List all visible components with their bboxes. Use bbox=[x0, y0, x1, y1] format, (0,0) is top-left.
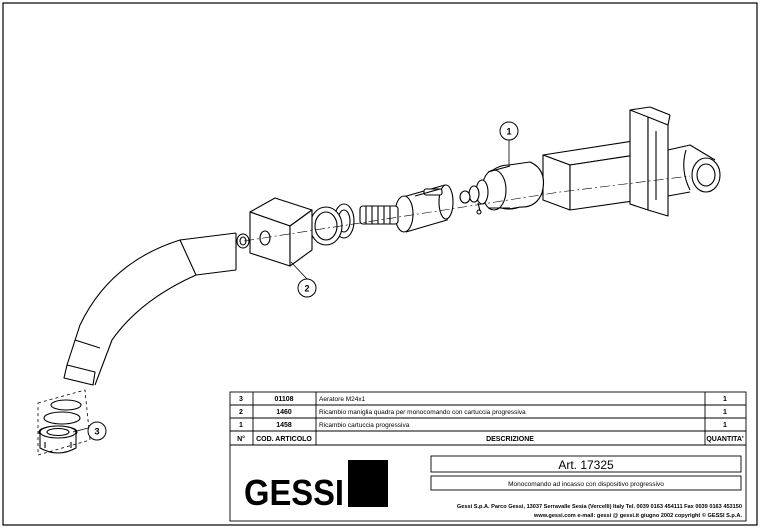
callout-2: 2 bbox=[297, 278, 317, 298]
article-number: Art. 17325 bbox=[558, 458, 614, 472]
header-code: COD. ARTICOLO bbox=[256, 436, 312, 443]
callout-1: 1 bbox=[499, 121, 519, 141]
company-address: Gessi S.p.A. Parco Gessi, 13037 Serraval… bbox=[457, 504, 742, 510]
row-3-description: Aeratore M24x1 bbox=[319, 396, 366, 403]
title-block bbox=[229, 444, 747, 522]
callout-2-label: 2 bbox=[304, 284, 309, 294]
row-1-code: 1458 bbox=[276, 422, 292, 429]
row-1-description: Ricambio cartuccia progressiva bbox=[319, 422, 410, 429]
leader-2 bbox=[290, 261, 308, 280]
callout-3: 3 bbox=[87, 421, 107, 441]
header-no: N° bbox=[237, 435, 245, 443]
parts-table-text: 3 01108 Aeratore M24x1 1 2 1460 Ricambio… bbox=[237, 396, 744, 443]
cartridge bbox=[459, 161, 545, 215]
assembly-axis bbox=[243, 175, 691, 242]
header-quantity: QUANTITA' bbox=[706, 436, 744, 443]
row-3-quantity: 1 bbox=[723, 396, 727, 403]
row-2-quantity: 1 bbox=[723, 409, 727, 416]
row-2-no: 2 bbox=[239, 409, 243, 416]
callout-3-label: 3 bbox=[94, 427, 99, 437]
company-web: www.gessi.com e-mail: gessi @ gessi.it g… bbox=[533, 512, 742, 519]
gessi-logo: GESSI bbox=[244, 460, 388, 513]
wall-body bbox=[542, 106, 721, 217]
ring-nuts bbox=[236, 203, 355, 249]
row-3-no: 3 bbox=[239, 396, 243, 403]
gessi-logo-text: GESSI bbox=[244, 472, 344, 513]
product-subtitle: Monocomando ad incasso con dispositivo p… bbox=[508, 481, 664, 488]
aerator bbox=[38, 399, 82, 454]
threaded-spindle bbox=[359, 205, 399, 225]
row-1-no: 1 bbox=[239, 422, 243, 429]
handle-sleeve bbox=[394, 184, 454, 233]
spout bbox=[63, 232, 237, 386]
row-2-description: Ricambio maniglia quadra per monocomando… bbox=[319, 409, 526, 416]
gessi-logo-square bbox=[348, 460, 388, 507]
callout-1-label: 1 bbox=[506, 127, 511, 137]
header-description: DESCRIZIONE bbox=[486, 436, 534, 443]
exploded-view bbox=[37, 106, 721, 456]
aerator-enclosure bbox=[37, 389, 91, 456]
leader-3 bbox=[72, 427, 89, 433]
row-1-quantity: 1 bbox=[723, 422, 727, 429]
row-3-code: 01108 bbox=[274, 396, 293, 403]
square-handle bbox=[249, 197, 313, 267]
parts-table bbox=[229, 391, 747, 446]
row-2-code: 1460 bbox=[276, 409, 292, 416]
